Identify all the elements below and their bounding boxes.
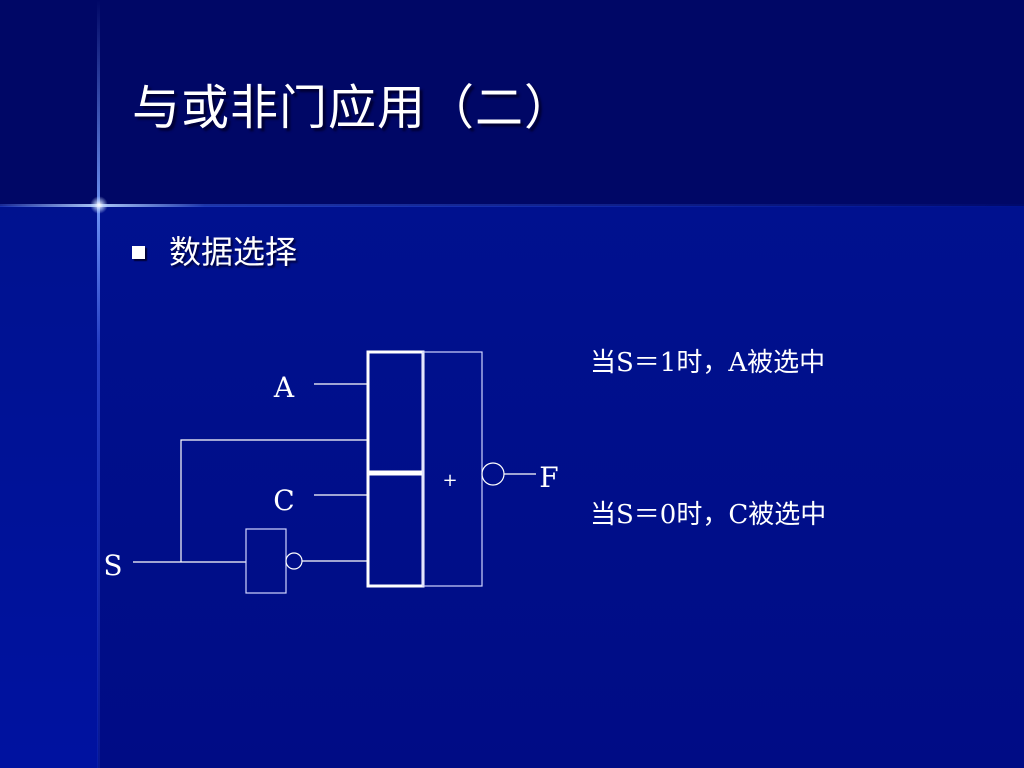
label-f: F [539,461,558,494]
bullet-square-icon [132,245,145,259]
select-to-top-wire [180,439,368,562]
output-inverter-bubble [481,462,505,486]
note-s-low: 当S＝0时，C被选中 [590,500,827,530]
label-a: A [273,371,295,404]
label-c: C [273,484,294,517]
bullet-text: 数据选择 [169,233,298,271]
or-symbol: + [442,470,457,491]
horizontal-glow-line [0,204,1024,207]
not-gate [245,528,287,594]
vertical-glow-line [97,0,100,768]
and-gate-bottom [366,472,425,588]
label-s: S [103,549,122,582]
bullet-item: 数据选择 [132,230,297,274]
not-inverter-bubble [285,552,303,570]
sparkle-icon [90,196,108,214]
slide-title: 与或非门应用（二） [132,80,574,136]
and-gate-top [366,350,425,474]
left-accent-panel [0,206,98,768]
note-s-high: 当S＝1时，A被选中 [590,348,826,378]
nor-gate-block [422,351,483,587]
